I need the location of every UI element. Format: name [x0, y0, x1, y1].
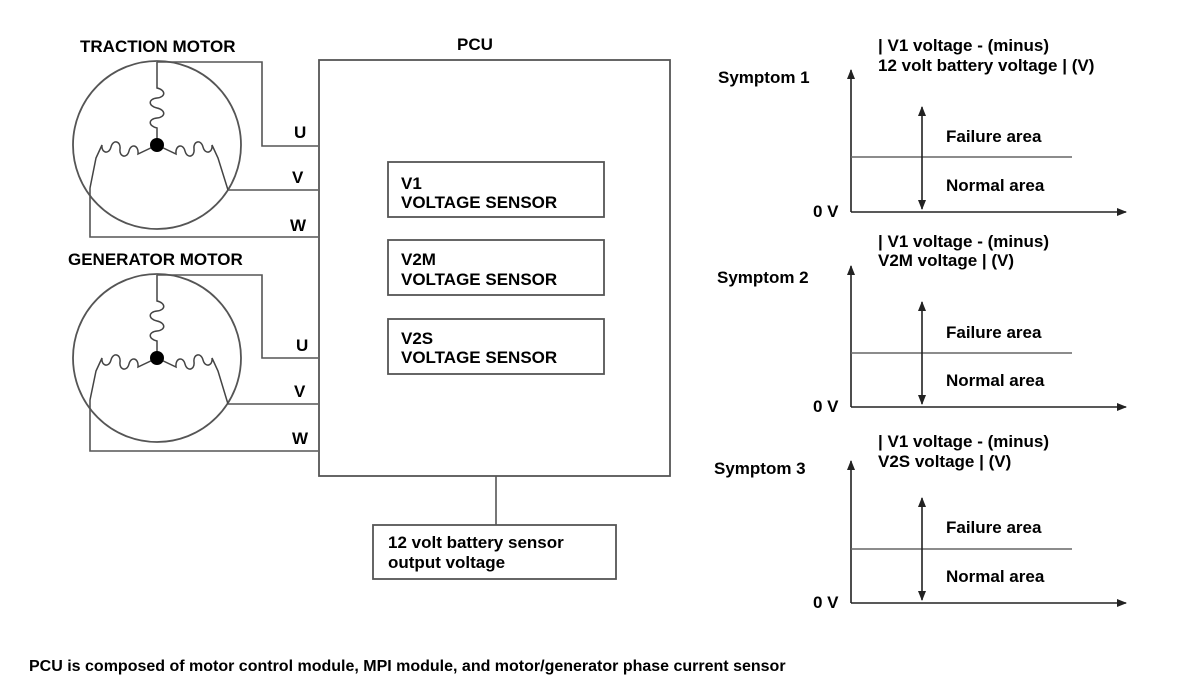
symptom-3-graph: | V1 voltage - (minus) V2S voltage | (V)… — [714, 432, 1127, 612]
symptom-2-yaxis-line2: V2M voltage | (V) — [878, 251, 1014, 270]
traction-motor-label: TRACTION MOTOR — [80, 37, 236, 56]
generator-phase-v: V — [294, 382, 306, 401]
symptom-3-yaxis-line2: V2S voltage | (V) — [878, 452, 1011, 471]
traction-phase-u: U — [294, 123, 306, 142]
traction-wire-w — [89, 188, 318, 238]
v1-sensor-box — [387, 161, 605, 218]
traction-wire-u — [157, 61, 318, 147]
battery-sensor-box — [372, 524, 617, 580]
symptom-1-failure-label: Failure area — [946, 127, 1042, 146]
v2m-sensor-type: VOLTAGE SENSOR — [401, 270, 557, 289]
generator-motor: GENERATOR MOTOR U V W — [68, 250, 318, 452]
footnote: PCU is composed of motor control module,… — [29, 658, 786, 675]
symptom-1-yaxis-line1: | V1 voltage - (minus) — [878, 36, 1049, 55]
v1-sensor-type: VOLTAGE SENSOR — [401, 193, 557, 212]
symptom-2-normal-label: Normal area — [946, 371, 1045, 390]
v2m-sensor-box — [387, 239, 605, 296]
symptom-2-label: Symptom 2 — [717, 268, 809, 287]
generator-motor-label: GENERATOR MOTOR — [68, 250, 243, 269]
v2s-sensor-box — [387, 318, 605, 375]
symptom-2-zero: 0 V — [813, 397, 839, 416]
generator-wire-u — [157, 274, 318, 359]
v1-sensor-name: V1 — [401, 174, 422, 193]
v2m-sensor-name: V2M — [401, 250, 436, 269]
pcu-block: PCU V1 VOLTAGE SENSOR V2M VOLTAGE SENSOR… — [318, 35, 671, 477]
traction-motor: TRACTION MOTOR U V W — [72, 37, 318, 238]
symptom-2-graph: | V1 voltage - (minus) V2M voltage | (V)… — [717, 232, 1127, 416]
symptom-3-yaxis-line1: | V1 voltage - (minus) — [878, 432, 1049, 451]
traction-phase-w: W — [290, 216, 307, 235]
generator-phase-u: U — [296, 336, 308, 355]
symptom-1-graph: | V1 voltage - (minus) 12 volt battery v… — [718, 36, 1127, 221]
generator-wire-w — [89, 400, 318, 452]
symptom-1-yaxis-line2: 12 volt battery voltage | (V) — [878, 56, 1094, 75]
symptom-3-normal-label: Normal area — [946, 567, 1045, 586]
symptom-3-label: Symptom 3 — [714, 459, 806, 478]
symptom-1-normal-label: Normal area — [946, 176, 1045, 195]
symptom-1-zero: 0 V — [813, 202, 839, 221]
v2s-sensor-type: VOLTAGE SENSOR — [401, 348, 557, 367]
battery-sensor: 12 volt battery sensor output voltage — [372, 476, 617, 580]
generator-phase-w: W — [292, 429, 309, 448]
generator-motor-windings — [89, 275, 229, 405]
symptom-1-label: Symptom 1 — [718, 68, 810, 87]
traction-motor-windings — [89, 62, 229, 191]
battery-sensor-line2: output voltage — [388, 553, 505, 572]
symptom-2-failure-label: Failure area — [946, 323, 1042, 342]
battery-sensor-line1: 12 volt battery sensor — [388, 533, 564, 552]
traction-phase-v: V — [292, 168, 304, 187]
v2s-sensor-name: V2S — [401, 329, 433, 348]
pcu-title: PCU — [457, 35, 493, 54]
symptom-3-zero: 0 V — [813, 593, 839, 612]
symptom-2-yaxis-line1: | V1 voltage - (minus) — [878, 232, 1049, 251]
symptom-3-failure-label: Failure area — [946, 518, 1042, 537]
